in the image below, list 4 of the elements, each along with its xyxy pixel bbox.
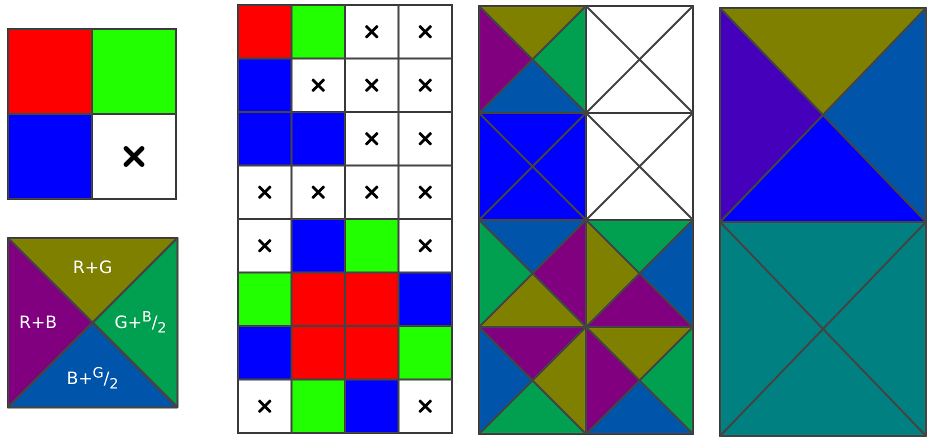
formula-label: B+$^{G}$/$_{2}$ bbox=[66, 364, 118, 392]
formula-label: R+B bbox=[19, 312, 57, 332]
formula-label: G+$^{B}$/$_{2}$ bbox=[114, 308, 166, 336]
formula-label: R+G bbox=[72, 258, 112, 278]
